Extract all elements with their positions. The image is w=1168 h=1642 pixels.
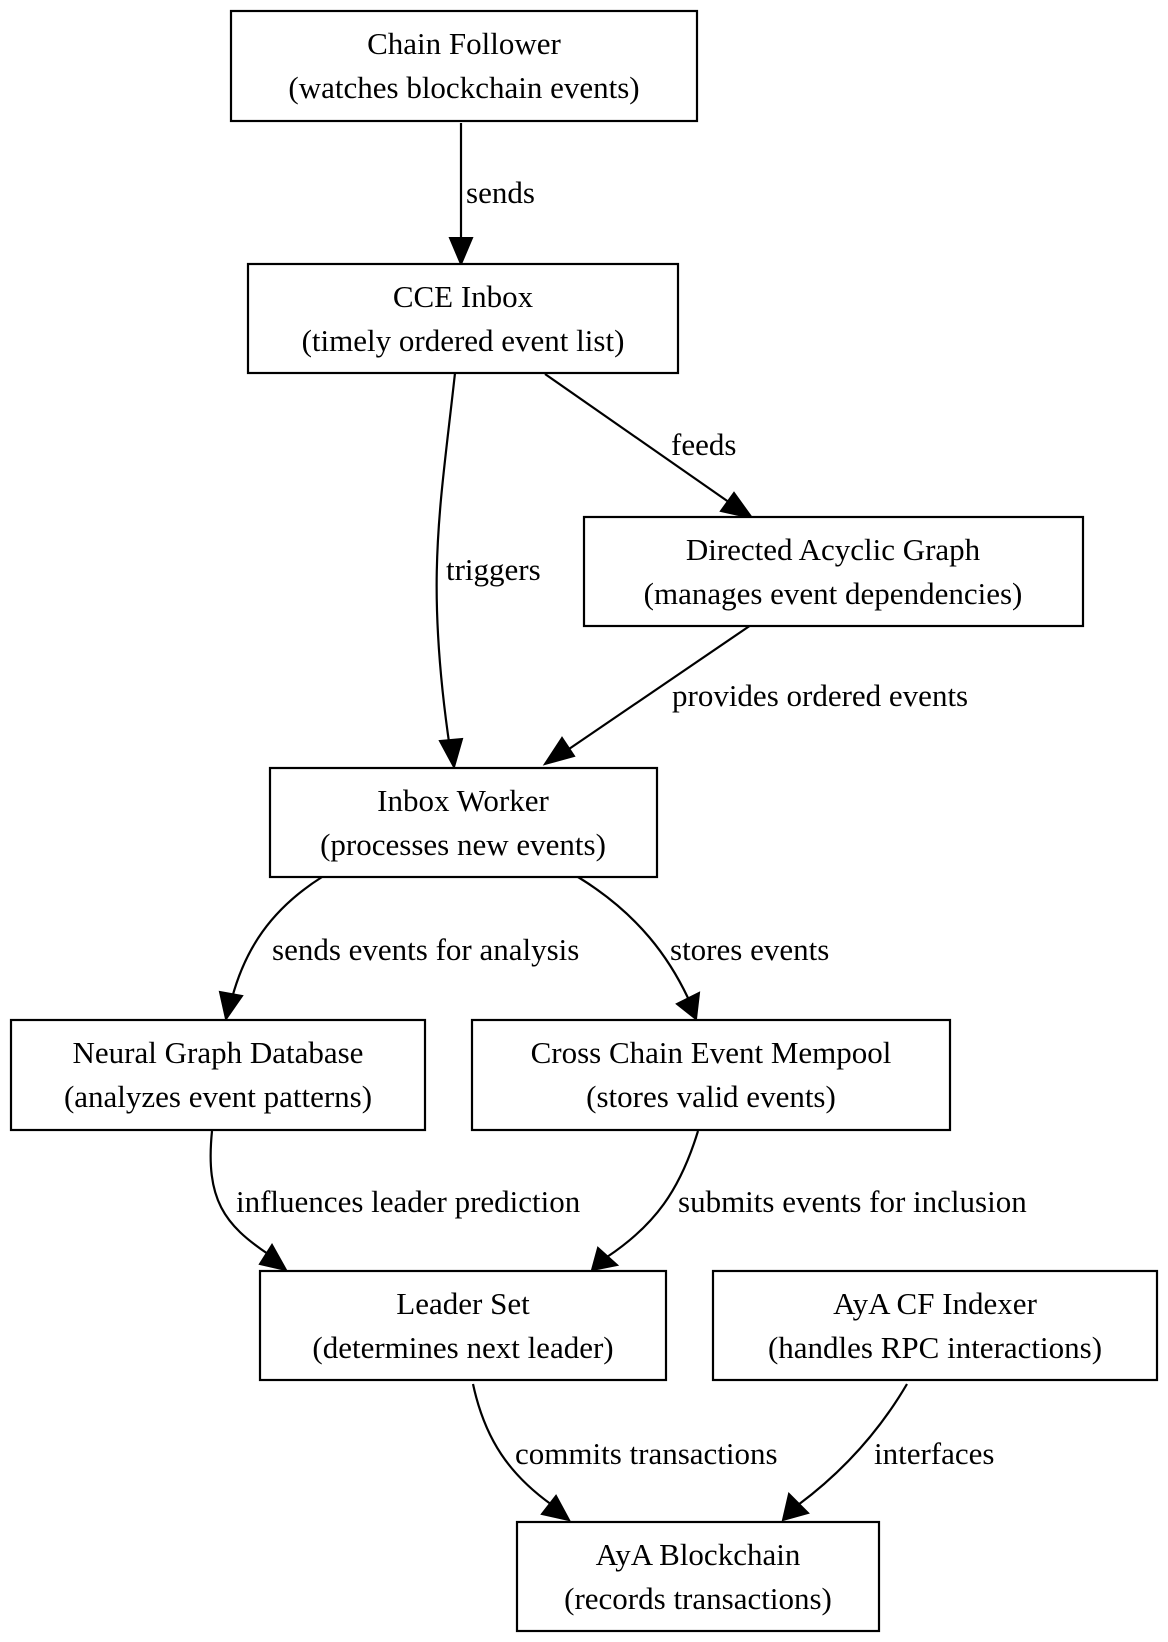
- edge-label-feeds: feeds: [671, 427, 736, 462]
- edge-worker-to-mempool: stores events: [577, 876, 829, 1021]
- node-title: CCE Inbox: [393, 279, 534, 314]
- node-title: Chain Follower: [367, 26, 561, 61]
- node-leader-set[interactable]: Leader Set (determines next leader): [258, 1269, 668, 1382]
- node-title: Cross Chain Event Mempool: [531, 1035, 892, 1070]
- nodes: Chain Follower (watches blockchain event…: [9, 9, 1159, 1633]
- node-title: Inbox Worker: [377, 783, 549, 818]
- edge-label-triggers: triggers: [446, 552, 541, 587]
- edge-label-commits-transactions: commits transactions: [515, 1436, 778, 1471]
- node-cce-inbox[interactable]: CCE Inbox (timely ordered event list): [246, 262, 680, 375]
- node-inbox-worker[interactable]: Inbox Worker (processes new events): [268, 766, 659, 879]
- node-aya-blockchain[interactable]: AyA Blockchain (records transactions): [515, 1520, 881, 1633]
- node-title: AyA CF Indexer: [833, 1286, 1037, 1321]
- edge-label-influences-leader-prediction: influences leader prediction: [236, 1184, 581, 1219]
- edge-label-stores-events: stores events: [670, 932, 829, 967]
- node-title: Leader Set: [396, 1286, 530, 1321]
- edge-dag-to-worker: provides ordered events: [542, 624, 968, 766]
- edges: sends triggers feeds provides ordered ev…: [209, 123, 1027, 1522]
- edge-label-interfaces: interfaces: [874, 1436, 994, 1471]
- node-chain-follower[interactable]: Chain Follower (watches blockchain event…: [229, 9, 699, 123]
- edge-mempool-to-leader: submits events for inclusion: [590, 1130, 1027, 1272]
- edge-neural-to-leader: influences leader prediction: [209, 1130, 581, 1272]
- node-neural-graph-database[interactable]: Neural Graph Database (analyzes event pa…: [9, 1018, 427, 1132]
- edge-inbox-to-worker: triggers: [435, 372, 541, 770]
- edge-inbox-to-dag: feeds: [544, 373, 755, 520]
- node-subtitle: (processes new events): [320, 827, 606, 862]
- edge-label-sends-events-for-analysis: sends events for analysis: [272, 932, 579, 967]
- edge-label-submits-events-for-inclusion: submits events for inclusion: [678, 1184, 1027, 1219]
- node-subtitle: (handles RPC interactions): [768, 1330, 1102, 1365]
- edge-worker-to-neural: sends events for analysis: [218, 876, 579, 1022]
- node-subtitle: (analyzes event patterns): [64, 1079, 372, 1114]
- node-aya-cf-indexer[interactable]: AyA CF Indexer (handles RPC interactions…: [711, 1269, 1159, 1382]
- node-cross-chain-event-mempool[interactable]: Cross Chain Event Mempool (stores valid …: [470, 1018, 952, 1132]
- edge-indexer-to-blockchain: interfaces: [781, 1383, 994, 1522]
- edge-label-provides-ordered-events: provides ordered events: [672, 678, 968, 713]
- node-subtitle: (timely ordered event list): [302, 323, 625, 358]
- node-subtitle: (records transactions): [564, 1581, 832, 1616]
- edge-follower-to-inbox: sends: [448, 123, 535, 267]
- node-directed-acyclic-graph[interactable]: Directed Acyclic Graph (manages event de…: [582, 515, 1085, 628]
- node-title: Neural Graph Database: [73, 1035, 364, 1070]
- edge-label-sends: sends: [466, 175, 535, 210]
- node-subtitle: (watches blockchain events): [288, 70, 639, 105]
- node-title: Directed Acyclic Graph: [686, 532, 981, 567]
- node-subtitle: (stores valid events): [586, 1079, 836, 1114]
- node-subtitle: (manages event dependencies): [644, 576, 1023, 611]
- node-title: AyA Blockchain: [596, 1537, 801, 1572]
- edge-leader-to-blockchain: commits transactions: [471, 1383, 778, 1522]
- node-subtitle: (determines next leader): [312, 1330, 613, 1365]
